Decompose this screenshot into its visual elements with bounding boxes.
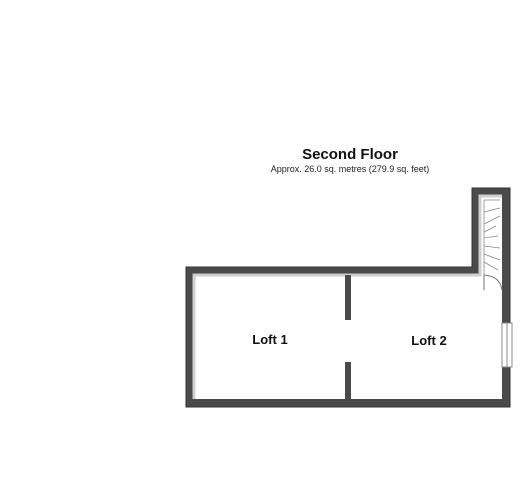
window-right (501, 322, 513, 368)
staircase (483, 199, 503, 291)
room-label-loft-2: Loft 2 (411, 333, 446, 348)
inner-shadow (192, 194, 502, 399)
floor-area: Approx. 26.0 sq. metres (279.9 sq. feet) (270, 164, 430, 174)
partition-wall-upper (345, 275, 351, 320)
floor-title: Second Floor (302, 146, 398, 163)
room-label-loft-1: Loft 1 (252, 332, 287, 347)
partition-wall-lower (345, 362, 351, 399)
